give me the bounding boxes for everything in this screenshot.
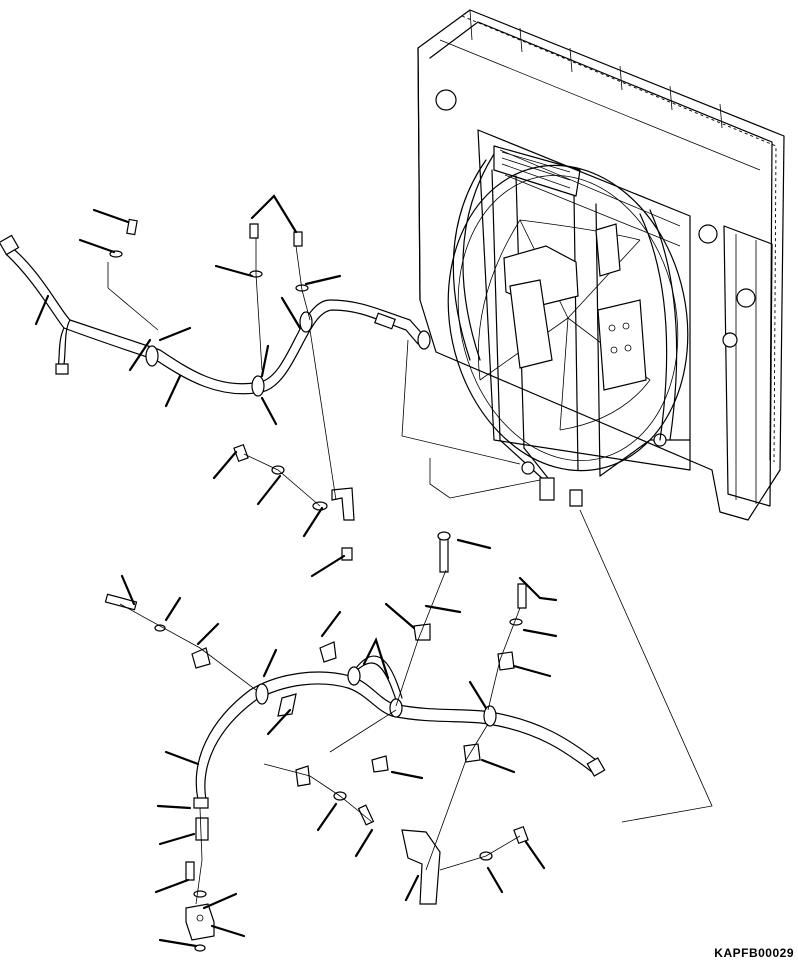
- lower-hose: [186, 656, 605, 951]
- reference-lines: [108, 238, 712, 904]
- upper-hose: [0, 235, 430, 396]
- radiator-assembly: [418, 10, 784, 520]
- drawing-code: KAPFB00029: [714, 946, 794, 960]
- leader-lines: [36, 196, 556, 946]
- lower-hardware: [105, 532, 528, 904]
